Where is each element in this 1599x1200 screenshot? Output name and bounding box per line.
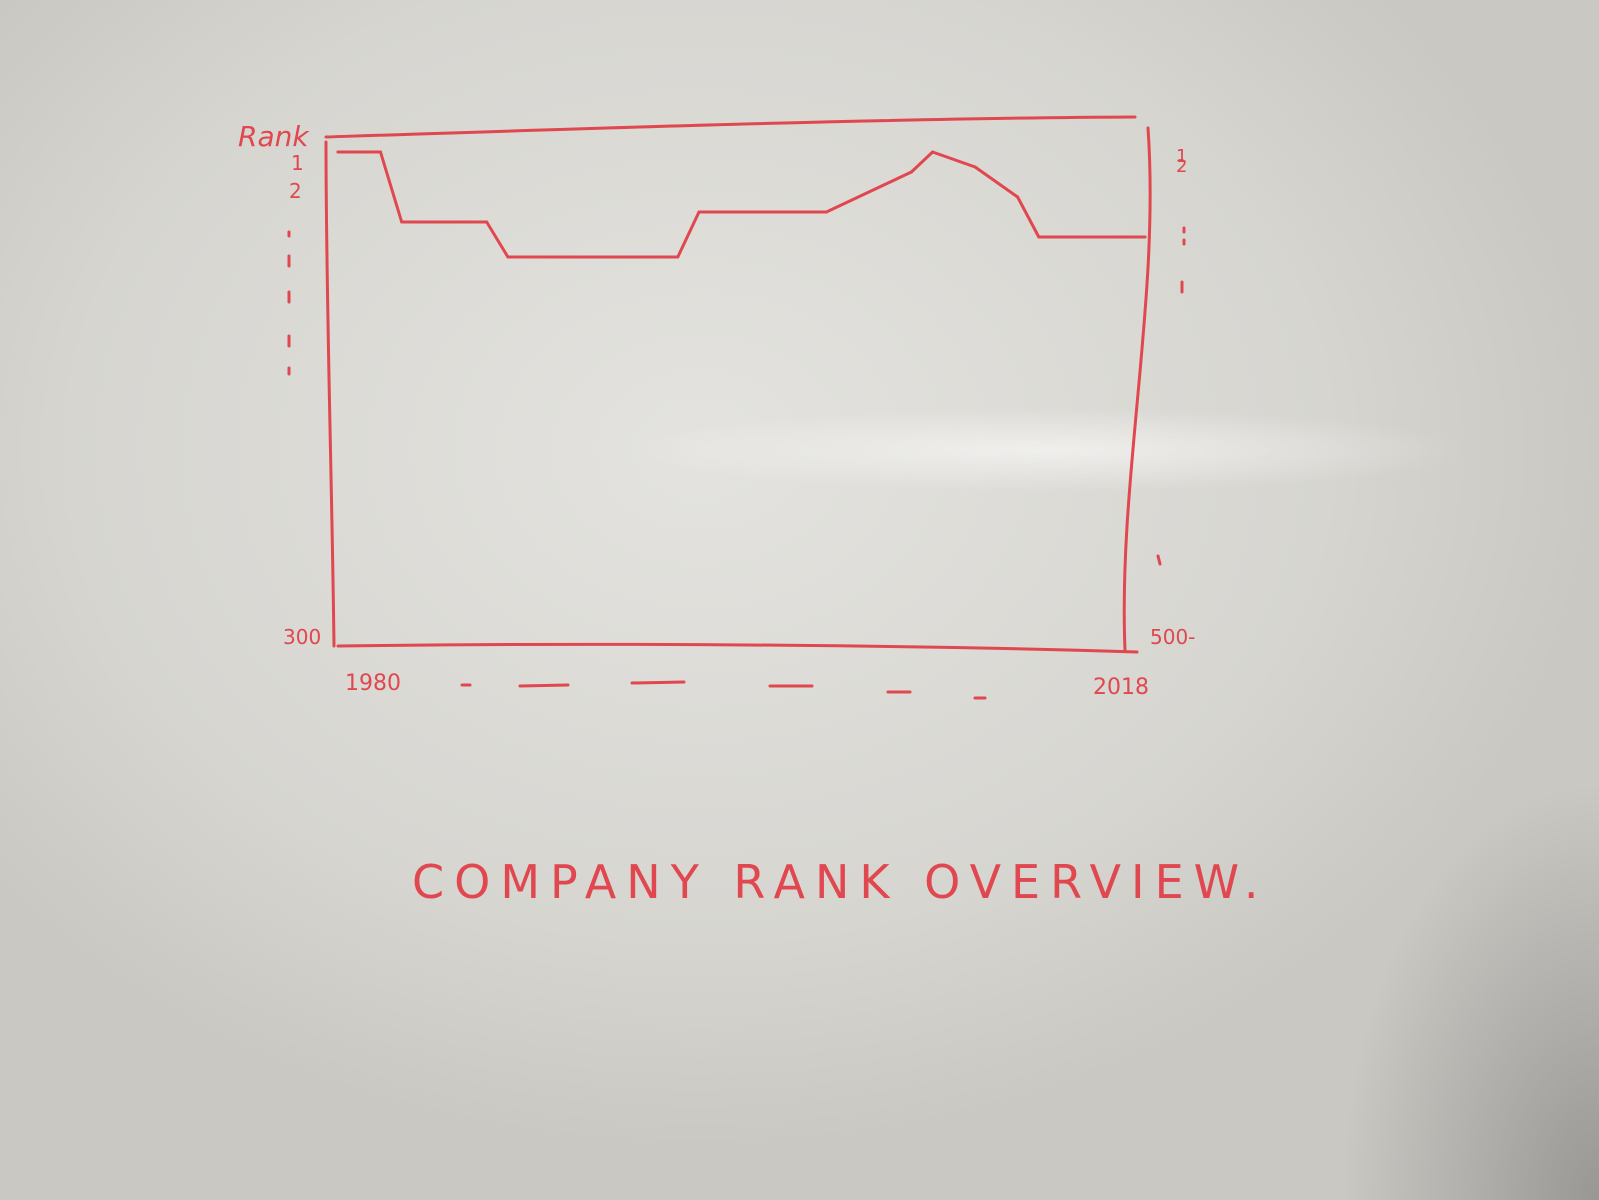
rank-point: [1016, 195, 1020, 199]
chart-frame-bottom: [336, 642, 1139, 654]
chart-frame-right: [1122, 126, 1152, 652]
rank-point: [485, 220, 489, 224]
rank-point: [336, 150, 340, 154]
rank-step-line: [336, 150, 1147, 259]
right-axis-dots: [1156, 226, 1186, 566]
right-tick-label-2: 2: [1176, 156, 1187, 177]
right-tick-label-500: 500-: [1150, 625, 1195, 649]
rank-point: [909, 170, 913, 174]
left-tick-label-1: 1: [291, 151, 304, 175]
rank-point: [824, 210, 828, 214]
x-axis-dashes: [460, 680, 987, 700]
rank-point: [1143, 235, 1147, 239]
rank-point: [973, 165, 977, 169]
y-axis-label: Rank: [238, 120, 310, 153]
rank-point: [379, 150, 382, 154]
rank-point: [1037, 235, 1041, 239]
rank-point: [697, 210, 701, 214]
chart-title: COMPANY RANK OVERVIEW.: [412, 855, 1268, 909]
chart-frame-top: [324, 115, 1137, 139]
x-tick-label-start: 1980: [345, 671, 401, 696]
rank-series: [336, 150, 1147, 259]
rank-point: [676, 255, 680, 259]
left-tick-label-2: 2: [289, 179, 302, 203]
left-tick-label-300: 300: [283, 625, 321, 649]
right-tick-label-1: 1: [1176, 146, 1187, 167]
rank-point: [506, 255, 510, 259]
chart-frame-left: [324, 140, 336, 648]
rank-point: [931, 150, 935, 154]
rank-point: [400, 220, 404, 224]
x-tick-label-end: 2018: [1093, 675, 1149, 700]
